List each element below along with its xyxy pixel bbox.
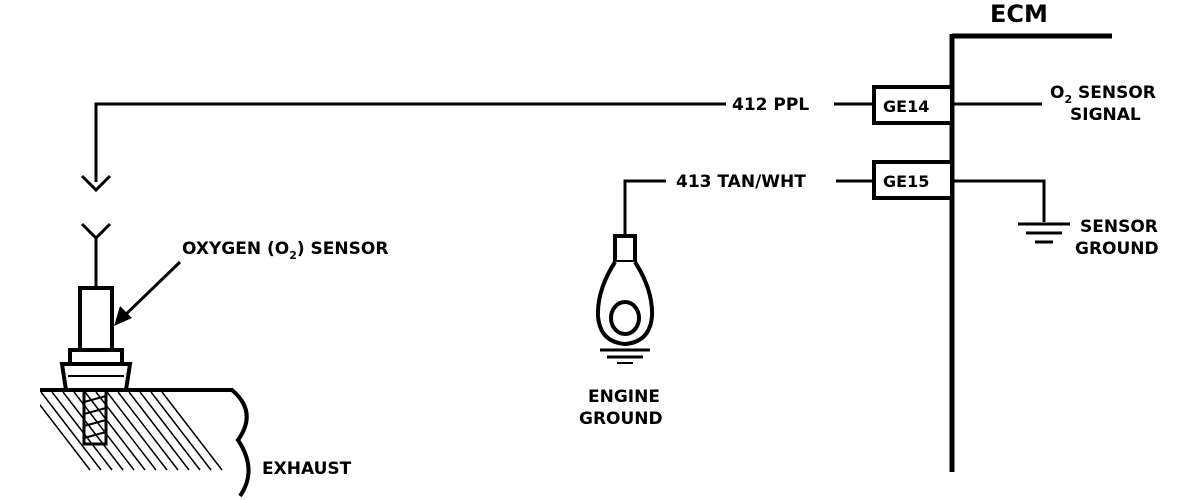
terminal-ge15: GE15 (872, 160, 954, 200)
o2-sensor-signal-label-line1: O2 SENSOR (1050, 83, 1156, 106)
o2-sensor-signal-label-line2: SIGNAL (1070, 105, 1141, 125)
pipe-hatch-line (117, 391, 179, 471)
sensor-ground-label-line2: GROUND (1075, 239, 1159, 259)
sensor-ground-symbol (952, 179, 1070, 244)
ecm-label: ECM (990, 0, 1048, 28)
pipe-hatch-line (161, 391, 223, 471)
exhaust-pipe (40, 388, 251, 498)
engine-ground-lug (595, 234, 655, 364)
pipe-hatch-line (106, 391, 168, 471)
exhaust-label: EXHAUST (262, 459, 352, 479)
pipe-hatch-line (139, 391, 201, 471)
oxygen-sensor-label: OXYGEN (O2) SENSOR (182, 239, 388, 262)
pipe-hatch-line (51, 391, 113, 471)
ground-wire-label: 413 TAN/WHT (676, 172, 806, 192)
oxygen-sensor (59, 222, 133, 446)
terminal-ge15-label: GE15 (883, 172, 929, 191)
pipe-hatch-line (84, 391, 146, 471)
pipe-hatch-line (73, 391, 135, 471)
pipe-hatch-line (40, 391, 91, 471)
pipe-hatch-line (128, 391, 190, 471)
terminal-ge14-label: GE14 (883, 97, 929, 116)
pipe-hatch-line (62, 391, 124, 471)
signal-wire-label: 412 PPL (732, 95, 809, 115)
terminal-ge14: GE14 (872, 85, 954, 125)
pipe-hatch-line (40, 391, 102, 471)
engine-ground-label-line1: ENGINE (588, 387, 660, 407)
oxygen-sensor-leader (114, 260, 182, 326)
ground-wire (623, 179, 874, 236)
signal-wire (80, 102, 874, 193)
sensor-ground-label-line1: SENSOR (1080, 217, 1158, 237)
pipe-hatch-line (150, 391, 212, 471)
engine-ground-label-line2: GROUND (579, 409, 663, 429)
pipe-hatch-line (95, 391, 157, 471)
